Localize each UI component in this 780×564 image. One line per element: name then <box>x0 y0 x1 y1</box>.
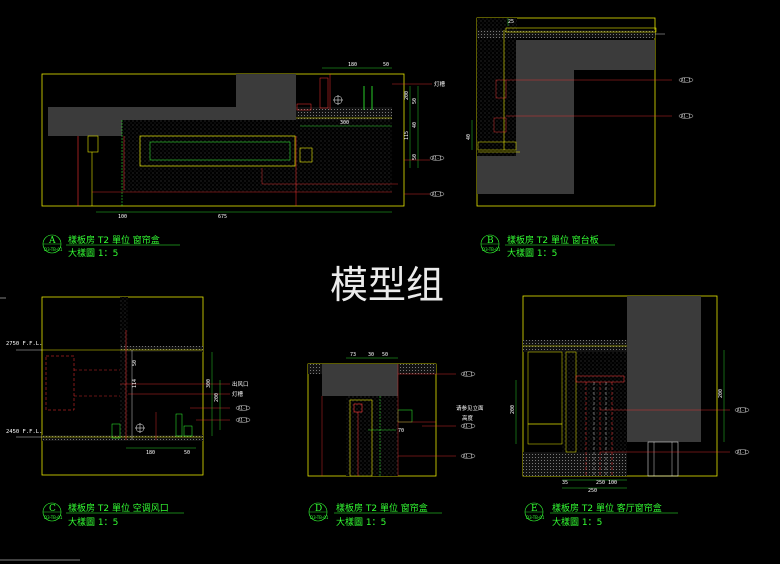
detail-e-title: 樣板房 T2 單位 客厅窗帘盒 <box>552 502 662 514</box>
detail-d: 73 30 50 70 A1-1 请参见立面 高度 A1-1 A1-1 D D3… <box>307 352 484 528</box>
detail-c-level-1: 2750 F.F.L. <box>6 341 42 347</box>
detail-a-dim-8: 50 <box>412 154 418 160</box>
detail-e-tag-2: A1-1 <box>737 450 747 455</box>
detail-d-tag-1: A1-1 <box>463 372 473 377</box>
detail-a-dim-9: 100 <box>118 214 127 220</box>
detail-a-title: 樣板房 T2 單位 窗帘盒 <box>68 234 160 246</box>
detail-a-dim-7: 40 <box>412 122 418 128</box>
detail-a-dim-4: 200 <box>404 91 410 100</box>
detail-b-letter: B <box>487 236 494 246</box>
detail-a-letter: A <box>48 236 56 246</box>
detail-a-note-light-trough: 灯槽 <box>434 80 446 88</box>
detail-b-sill <box>477 40 655 194</box>
detail-c-note-outlet: 出风口 <box>232 380 249 388</box>
detail-c-dim-1: 300 <box>206 379 212 388</box>
detail-c-title: 樣板房 T2 單位 空调风口 <box>68 502 169 514</box>
detail-a: 180 50 300 200 115 50 40 50 100 675 灯槽 A… <box>41 62 446 259</box>
detail-e-ref: D3-TB-01 <box>526 515 545 520</box>
detail-e-curtain-box <box>627 296 701 442</box>
detail-d-letter: D <box>315 504 322 514</box>
detail-e-dim-1: 200 <box>510 405 516 414</box>
detail-b-title: 樣板房 T2 單位 窗台板 <box>507 234 599 246</box>
detail-b: 25 40 A1-1 A1-1 B D3-TB-01 樣板房 T2 單位 窗台板… <box>466 17 694 259</box>
detail-e-tag-1: A1-1 <box>737 408 747 413</box>
detail-c-dim-5: 180 <box>146 450 155 456</box>
detail-e-letter: E <box>531 504 538 514</box>
detail-c-ref: D3-TB-01 <box>44 515 63 520</box>
detail-d-slab <box>322 364 398 396</box>
detail-b-title-block: B D3-TB-01 樣板房 T2 單位 窗台板 大樣圖 1：5 <box>480 234 615 259</box>
detail-b-ref: D3-TB-01 <box>482 247 501 252</box>
detail-d-note-2: 高度 <box>462 414 474 422</box>
detail-d-ref: D3-TB-01 <box>310 515 329 520</box>
detail-a-scale: 大樣圖 1：5 <box>68 247 118 259</box>
detail-a-tag-1: A1-1 <box>432 156 442 161</box>
detail-c-note-light-trough: 灯槽 <box>232 390 244 398</box>
detail-d-title: 樣板房 T2 單位 窗帘盒 <box>336 502 428 514</box>
detail-a-hatch-region <box>122 120 392 192</box>
detail-e-dim-5: 100 <box>608 480 617 486</box>
detail-a-dim-1: 180 <box>348 62 357 68</box>
detail-d-scale: 大樣圖 1：5 <box>336 516 386 528</box>
detail-a-tag-2: A1-1 <box>432 192 442 197</box>
detail-d-tag-2: A1-1 <box>463 424 473 429</box>
detail-a-dim-10: 675 <box>218 214 227 220</box>
detail-d-note-1: 请参见立面 <box>456 404 484 412</box>
detail-e: 200 200 35 250 100 250 A1-1 A1-1 E D3-TB… <box>510 295 750 528</box>
detail-e-dim-3: 35 <box>562 480 568 486</box>
detail-a-dim-5: 115 <box>404 131 410 140</box>
detail-c-title-block: C D3-TB-01 樣板房 T2 單位 空调风口 大樣圖 1：5 <box>42 502 184 528</box>
detail-a-dim-6: 50 <box>412 98 418 104</box>
detail-b-scale: 大樣圖 1：5 <box>507 247 557 259</box>
detail-a-dim-2: 50 <box>383 62 389 68</box>
detail-c-tag-1: A1-1 <box>238 406 248 411</box>
detail-e-dim-4: 250 <box>596 480 605 486</box>
detail-b-tag-2: A1-1 <box>681 114 691 119</box>
detail-a-ref: D3-TB-01 <box>44 247 63 252</box>
detail-e-scale: 大樣圖 1：5 <box>552 516 602 528</box>
detail-c-dim-4: 50 <box>132 360 138 366</box>
detail-c-tag-2: A1-1 <box>238 418 248 423</box>
detail-e-dim-2: 200 <box>718 389 724 398</box>
detail-c: 2750 F.F.L. 2450 F.F.L. 300 200 114 50 1… <box>6 296 251 528</box>
detail-d-dim-4: 70 <box>398 428 404 434</box>
detail-d-tag-3: A1-1 <box>463 454 473 459</box>
detail-d-dim-2: 30 <box>368 352 374 358</box>
detail-b-dim-2: 40 <box>466 134 472 140</box>
detail-a-dim-3: 300 <box>340 120 349 126</box>
detail-a-frame <box>41 73 405 207</box>
detail-e-dim-6: 250 <box>588 488 597 494</box>
detail-d-dim-1: 73 <box>350 352 356 358</box>
detail-c-level-2: 2450 F.F.L. <box>6 429 42 435</box>
detail-d-dim-3: 50 <box>382 352 388 358</box>
detail-a-title-block: A D3-TB-01 樣板房 T2 單位 窗帘盒 大樣圖 1：5 <box>42 234 180 259</box>
detail-c-scale: 大樣圖 1：5 <box>68 516 118 528</box>
detail-b-dim-1: 25 <box>508 19 514 25</box>
detail-e-title-block: E D3-TB-01 樣板房 T2 單位 客厅窗帘盒 大樣圖 1：5 <box>524 502 678 528</box>
detail-b-tag-1: A1-1 <box>681 78 691 83</box>
detail-d-title-block: D D3-TB-01 樣板房 T2 單位 窗帘盒 大樣圖 1：5 <box>308 502 442 528</box>
detail-c-dim-2: 200 <box>214 393 220 402</box>
detail-c-letter: C <box>49 504 56 514</box>
watermark-text: 模型组 <box>330 263 444 307</box>
detail-c-dim-3: 114 <box>132 379 138 388</box>
detail-c-dim-6: 50 <box>184 450 190 456</box>
